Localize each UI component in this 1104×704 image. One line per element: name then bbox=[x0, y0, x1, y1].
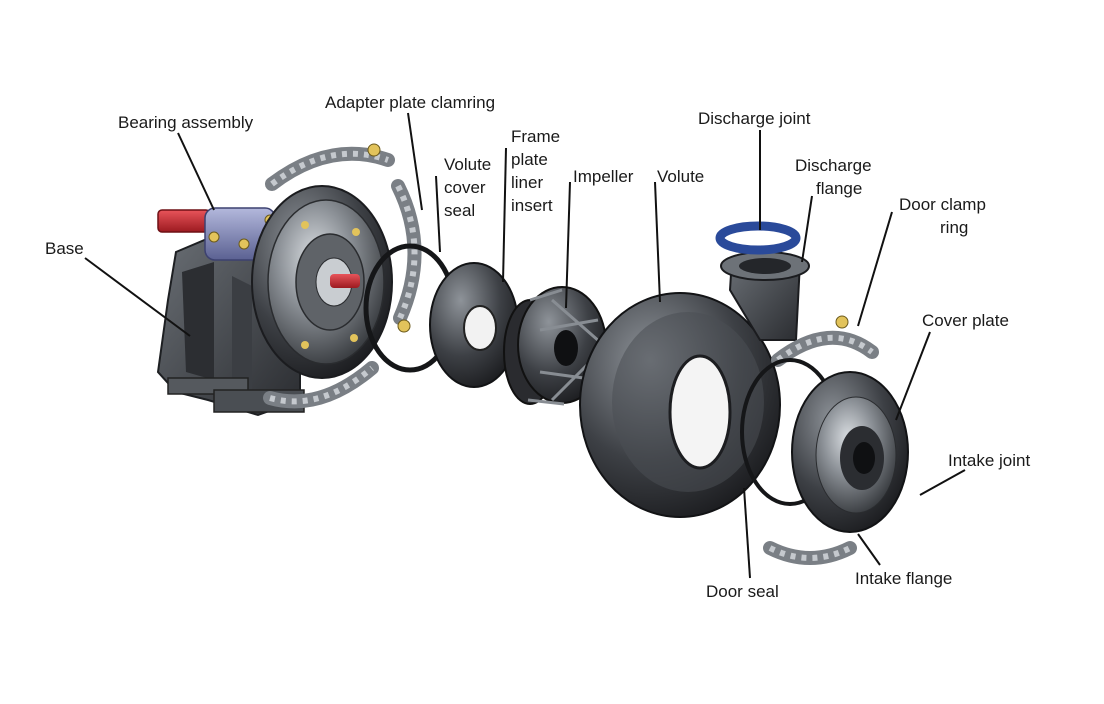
label-volute-cover-seal-2: cover bbox=[444, 178, 486, 197]
label-intake-flange: Intake flange bbox=[855, 569, 952, 588]
leader-volute bbox=[654, 181, 661, 303]
label-discharge-flange-2: flange bbox=[816, 179, 862, 198]
label-frame-plate-liner-insert-3: liner bbox=[511, 173, 543, 192]
leader-door-seal bbox=[743, 487, 751, 579]
label-door-seal: Door seal bbox=[706, 582, 779, 601]
label-frame-plate-liner-insert-1: Frame bbox=[511, 127, 560, 146]
label-discharge-flange-1: Discharge bbox=[795, 156, 872, 175]
frame-plate-part bbox=[251, 185, 393, 379]
label-adapter-plate-clamring: Adapter plate clamring bbox=[325, 93, 495, 112]
leader-impeller bbox=[565, 181, 571, 309]
discharge-joint-part bbox=[715, 221, 801, 255]
leader-door-clamp-ring bbox=[857, 211, 893, 327]
label-frame-plate-liner-insert-2: plate bbox=[511, 150, 548, 169]
leader-cover-plate bbox=[895, 331, 931, 421]
label-cover-plate: Cover plate bbox=[922, 311, 1009, 330]
leader-base bbox=[84, 257, 191, 337]
label-intake-joint: Intake joint bbox=[948, 451, 1030, 470]
label-impeller: Impeller bbox=[573, 167, 634, 186]
leader-bearing-assembly bbox=[177, 132, 215, 211]
frame-plate-liner-insert-part bbox=[429, 262, 519, 388]
label-door-clamp-ring-1: Door clamp bbox=[899, 195, 986, 214]
leader-adapter-plate-clamring bbox=[407, 112, 423, 211]
leader-discharge-flange bbox=[801, 195, 813, 263]
leader-intake-joint bbox=[919, 469, 966, 496]
door-clamp-ring-part bbox=[763, 315, 879, 565]
label-base: Base bbox=[45, 239, 84, 258]
volute-part bbox=[579, 251, 810, 518]
leader-intake-flange bbox=[857, 533, 881, 566]
label-door-clamp-ring-2: ring bbox=[940, 218, 968, 237]
adapter-clamp-ring-part bbox=[263, 143, 422, 409]
cover-plate-part bbox=[791, 371, 909, 533]
label-frame-plate-liner-insert-4: insert bbox=[511, 196, 553, 215]
label-bearing-assembly: Bearing assembly bbox=[118, 113, 254, 132]
label-discharge-joint: Discharge joint bbox=[698, 109, 811, 128]
label-volute-cover-seal-1: Volute bbox=[444, 155, 491, 174]
label-volute: Volute bbox=[657, 167, 704, 186]
leader-volute-cover-seal bbox=[435, 175, 441, 253]
shaft-part bbox=[157, 209, 211, 233]
label-volute-cover-seal-3: seal bbox=[444, 201, 475, 220]
leader-frame-plate-liner-insert bbox=[502, 147, 507, 283]
